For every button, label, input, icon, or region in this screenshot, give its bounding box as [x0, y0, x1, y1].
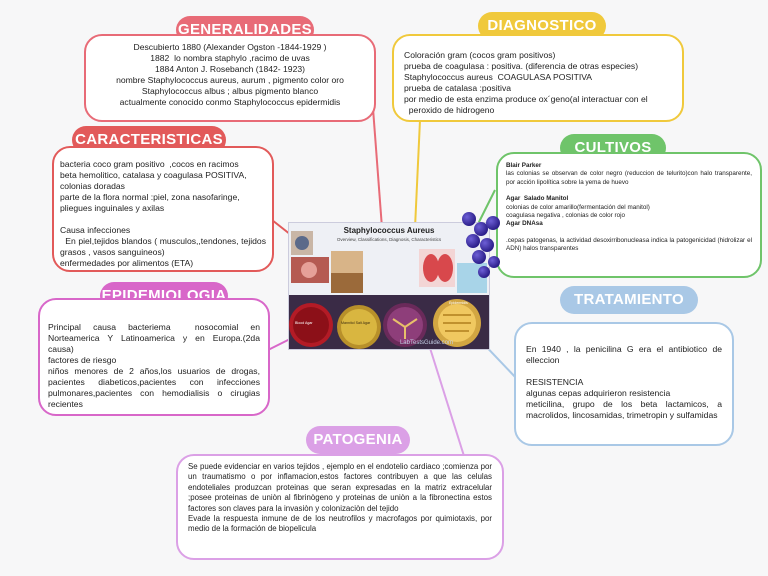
- generalidades-line-4: nombre Staphylococcus aureus, aurum , pi…: [116, 75, 344, 85]
- cultivos-line-3: [506, 187, 752, 195]
- tratamiento-line-3: RESISTENCIA: [526, 377, 584, 387]
- plate-label-epidermidis: Epidermidis: [449, 301, 468, 305]
- generalidades-line-2: 1882 lo nombra staphylo ,racimo de uvas: [150, 53, 310, 63]
- staphylococcus-cluster-icon: [462, 212, 512, 284]
- diagnostico-line-3: Staphylococcus aureus COAGULASA POSITIVA: [404, 72, 593, 82]
- plate-label-blood: Blood Agar: [295, 321, 313, 325]
- generalidades-box: Descubierto 1880 (Alexander Ogston -1844…: [84, 34, 376, 122]
- central-title: Staphylococcus Aureus: [343, 226, 435, 235]
- caracteristicas-box: bacteria coco gram positivo ,cocos en ra…: [52, 146, 274, 272]
- cultivos-line-5: colonias de color amarillo(fermentación …: [506, 203, 650, 211]
- epidemiologia-line-1: Principal causa bacteriema nosocomial en…: [48, 322, 263, 354]
- link-generalidades: [371, 94, 383, 229]
- generalidades-line-6: actualmente conocido conmo Staphylococcu…: [119, 97, 341, 107]
- cultivos-box: Blair Parker las colonias se observan de…: [496, 152, 762, 278]
- cultivos-line-4: Agar Salado Manitol: [506, 195, 569, 203]
- caracteristicas-line-8: enfermedades por alimentos (ETA): [60, 258, 194, 268]
- tratamiento-line-5: meticilina, grupo de los beta lactamicos…: [526, 399, 725, 420]
- cultivos-line-1: Blair Parker: [506, 162, 542, 169]
- tratamiento-title[interactable]: TRATAMIENTO: [560, 286, 698, 314]
- diagnostico-line-2: prueba de coagulasa : positiva. (diferen…: [404, 61, 639, 71]
- patogenia-line-1: Se puede evidenciar en varios tejidos , …: [188, 462, 495, 513]
- caracteristicas-line-5: [60, 214, 266, 225]
- diagnostico-line-1: Coloración gram (cocos gram positivos): [404, 50, 556, 60]
- tratamiento-line-4: algunas cepas adquirieron resistencia: [526, 388, 671, 398]
- epidemiologia-box: Principal causa bacteriema nosocomial en…: [38, 298, 270, 416]
- caracteristicas-line-1: bacteria coco gram positivo ,cocos en ra…: [60, 159, 239, 169]
- diagnostico-box: Coloración gram (cocos gram positivos) p…: [392, 34, 684, 122]
- cultivos-line-6: coagulasa negativa , colonias de color r…: [506, 212, 626, 220]
- epidemiologia-line-2: factores de riesgo: [48, 355, 117, 365]
- cultivos-line-8: [506, 229, 752, 237]
- cultivos-line-2: las colonias se observan de color negro …: [506, 170, 754, 186]
- epidemiologia-line-3: niños menores de 2 años,los usuarios de …: [48, 366, 263, 409]
- cultivos-line-9: .cepas patogenas, la actividad desoxirri…: [506, 236, 754, 253]
- caracteristicas-line-4: parte de la flora normal :piel, zona nas…: [60, 192, 243, 213]
- tratamiento-line-2: [526, 366, 722, 377]
- diagnostico-line-6: peroxido de hidrogeno: [404, 105, 495, 115]
- diagnostico-line-4: prueba de catalasa :positiva: [404, 83, 512, 93]
- tratamiento-box: En 1940 , la penicilina G era el antibio…: [514, 322, 734, 446]
- tratamiento-line-1: En 1940 , la penicilina G era el antibio…: [526, 344, 725, 365]
- caracteristicas-line-7: En piel,tejidos blandos ( musculos,,tend…: [60, 236, 269, 257]
- central-image: Staphylococcus Aureus Overview, Classifi…: [288, 222, 490, 350]
- link-diagnostico: [414, 119, 421, 229]
- generalidades-line-3: 1884 Anton J. Rosebanch (1842- 1923): [154, 64, 306, 74]
- patogenia-box: Se puede evidenciar en varios tejidos , …: [176, 454, 504, 560]
- diagnostico-line-5: por medio de esta enzima produce ox´geno…: [404, 94, 648, 104]
- caracteristicas-line-2: beta hemolitico, catalasa y coagulasa PO…: [60, 170, 247, 180]
- link-patogenia: [429, 347, 465, 457]
- central-watermark: LabTestsGuide.com: [399, 340, 453, 346]
- cultivos-line-7: Agar DNAsa: [506, 220, 543, 228]
- patogenia-title[interactable]: PATOGENIA: [306, 426, 410, 454]
- caracteristicas-line-3: colonias doradas: [60, 181, 125, 191]
- central-collage: [289, 231, 489, 349]
- patogenia-line-2: Evade la respuesta inmune de de los neut…: [188, 514, 495, 534]
- generalidades-line-1: Descubierto 1880 (Alexander Ogston -1844…: [133, 42, 327, 52]
- central-subtitle: Overview, Classifications, Diagnosis, Ch…: [336, 237, 442, 242]
- caracteristicas-line-6: Causa infecciones: [60, 225, 131, 235]
- plate-label-mannitol: Mannitol Salt Agar: [341, 321, 371, 325]
- generalidades-line-5: Staphylococcus albus ; albus pigmento bl…: [141, 86, 319, 96]
